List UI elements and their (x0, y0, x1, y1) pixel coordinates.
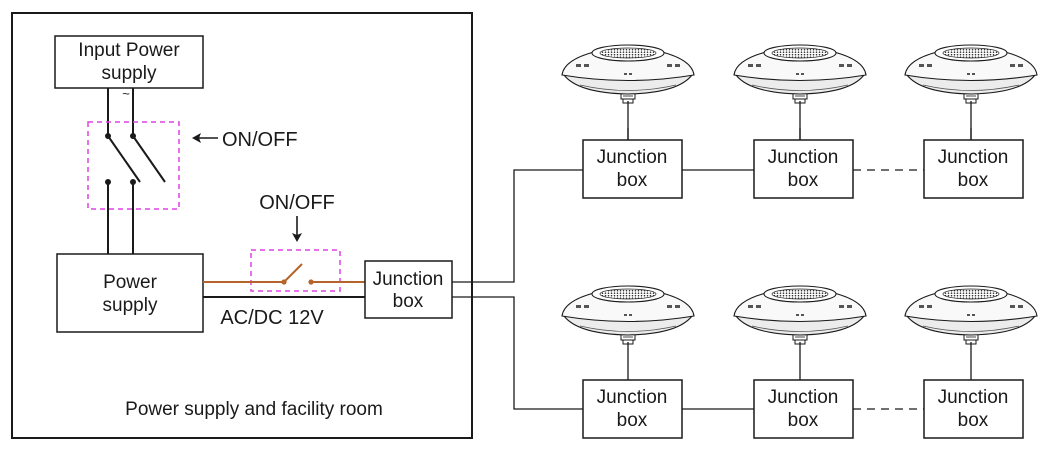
mains-wires (107, 88, 166, 254)
junction-label-line2: box (958, 410, 989, 431)
low-voltage-wiring (203, 263, 365, 298)
pool-light-icon (904, 285, 1038, 345)
junction-box (923, 139, 1024, 199)
facility-room-frame (11, 12, 473, 439)
junction-label-line1: Junction (768, 147, 839, 168)
room-junction-label-line2: box (393, 291, 424, 312)
junction-label-line1: Junction (938, 147, 1009, 168)
light-row-1: Junction box Junction box Junction box (561, 44, 1038, 199)
power-supply-box (56, 253, 204, 333)
junction-box (923, 379, 1024, 439)
junction-label-line2: box (617, 410, 648, 431)
ac-symbol: ~ (122, 86, 130, 101)
arrow-icon (292, 216, 302, 242)
junction-label-line2: box (617, 170, 648, 191)
room-junction-box (364, 260, 453, 319)
junction-label-line2: box (788, 170, 819, 191)
power-supply-label-line2: supply (103, 295, 158, 316)
pool-light-icon (904, 44, 1038, 104)
low-voltage-switch-outline (250, 249, 341, 292)
power-supply-label-line1: Power (103, 272, 158, 293)
pool-light-icon (733, 285, 867, 345)
junction-label-line1: Junction (597, 387, 668, 408)
junction-label-line2: box (958, 170, 989, 191)
main-switch-contacts (105, 133, 136, 185)
junction-box (582, 379, 683, 439)
junction-label-line1: Junction (938, 387, 1009, 408)
junction-label-line1: Junction (597, 147, 668, 168)
facility-room-label: Power supply and facility room (125, 399, 383, 420)
input-power-box (54, 35, 204, 89)
main-switch-outline (87, 121, 180, 210)
pool-light-icon (561, 44, 695, 104)
junction-label-line1: Junction (768, 387, 839, 408)
junction-box (753, 139, 854, 199)
arrow-icon (192, 133, 218, 143)
output-voltage-label: AC/DC 12V (220, 307, 324, 329)
junction-box (582, 139, 683, 199)
light-row-2: Junction box Junction box Junction box (561, 285, 1038, 439)
main-switch-label: ON/OFF (222, 129, 298, 151)
low-voltage-switch-label: ON/OFF (259, 192, 335, 214)
junction-label-line2: box (788, 410, 819, 431)
trunk-wiring (452, 169, 583, 410)
room-junction-label-line1: Junction (373, 269, 444, 290)
pool-light-icon (561, 285, 695, 345)
pool-light-icon (733, 44, 867, 104)
input-power-label-line1: Input Power (78, 40, 180, 61)
input-power-label-line2: supply (102, 63, 157, 84)
